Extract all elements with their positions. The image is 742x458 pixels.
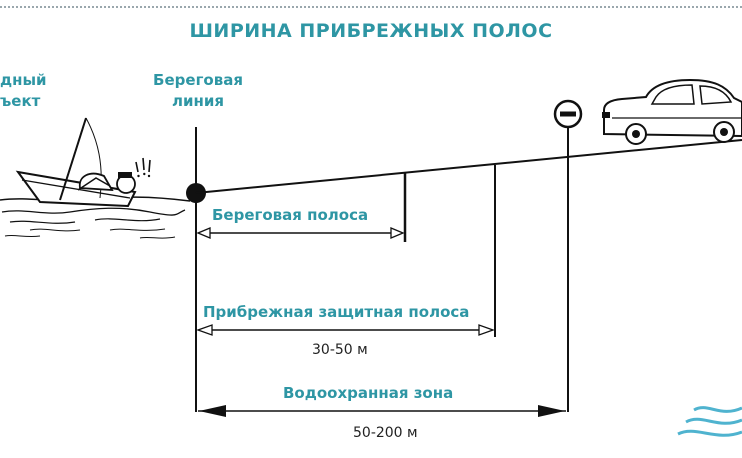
car-icon	[602, 78, 742, 145]
no-entry-sign-icon	[553, 99, 583, 129]
shore-strip-dimension	[196, 227, 405, 239]
terrain-line	[195, 139, 742, 194]
protective-strip-dimension	[196, 324, 495, 336]
water-protection-zone-label: Водоохранная зона	[283, 384, 454, 402]
shore-strip-label: Береговая полоса	[212, 206, 369, 224]
protective-strip-label: Прибрежная защитная полоса	[203, 303, 470, 321]
boat-with-fisherman-icon	[0, 117, 191, 239]
water-protection-zone-dimension	[198, 405, 566, 417]
protective-strip-measurement: 30-50 м	[312, 342, 368, 358]
shoreline-label: Береговая линия	[153, 71, 243, 110]
water-protection-zone-measurement: 50-200 м	[353, 425, 418, 441]
diagram-title: ШИРИНА ПРИБРЕЖНЫХ ПОЛОС	[189, 20, 553, 42]
water-waves-icon	[677, 406, 742, 437]
top-border	[0, 0, 742, 8]
water-object-label: дный ъект	[0, 71, 47, 110]
